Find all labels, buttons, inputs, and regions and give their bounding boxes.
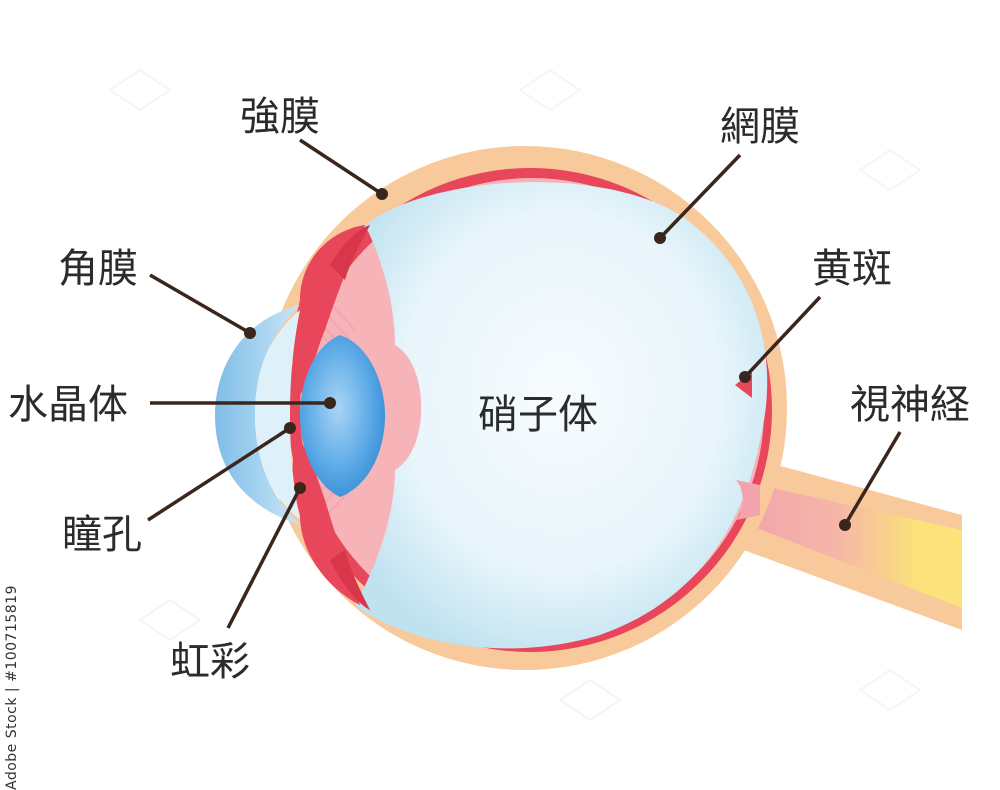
label-sclera: 強膜 bbox=[240, 94, 320, 140]
leader-optic-nerve bbox=[843, 431, 902, 526]
optic-nerve-core bbox=[736, 480, 962, 608]
label-retina: 網膜 bbox=[720, 104, 800, 150]
leader-sclera bbox=[299, 138, 383, 196]
label-cornea: 角膜 bbox=[58, 246, 138, 292]
dot-lens bbox=[324, 397, 336, 409]
ciliary-muscle-lower bbox=[330, 550, 370, 610]
dot-pupil bbox=[284, 422, 296, 434]
label-vitreous: 硝子体 bbox=[478, 392, 598, 438]
label-macula: 黄斑 bbox=[812, 246, 892, 292]
cornea bbox=[215, 305, 300, 525]
stock-watermark-pattern bbox=[108, 68, 922, 722]
ciliary-muscle-upper bbox=[330, 225, 370, 280]
vitreous-body bbox=[355, 182, 768, 649]
label-lens: 水晶体 bbox=[8, 382, 128, 428]
dot-macula bbox=[739, 371, 751, 383]
leader-iris bbox=[226, 487, 302, 629]
leader-macula bbox=[743, 295, 822, 379]
dot-retina bbox=[654, 232, 666, 244]
optic-disc bbox=[736, 480, 760, 520]
leader-cornea bbox=[149, 273, 251, 335]
label-optic-nerve: 視神経 bbox=[850, 382, 970, 428]
dot-iris bbox=[294, 482, 306, 494]
leader-pupil bbox=[147, 426, 291, 522]
leader-lines bbox=[147, 138, 902, 629]
dot-optic-nerve bbox=[839, 519, 851, 531]
dot-sclera bbox=[376, 188, 388, 200]
label-iris: 虹彩 bbox=[170, 639, 250, 685]
lens bbox=[300, 335, 385, 497]
label-pupil: 瞳孔 bbox=[62, 512, 142, 558]
watermark-id-text: Adobe Stock | #100715819 bbox=[4, 585, 20, 790]
anterior-chamber bbox=[255, 310, 300, 520]
leader-retina bbox=[658, 153, 742, 240]
dot-cornea bbox=[244, 327, 256, 339]
